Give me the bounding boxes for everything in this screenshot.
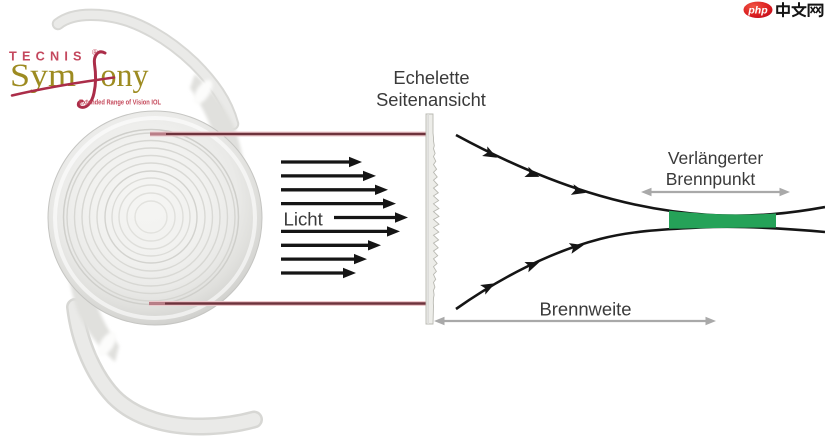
svg-text:Seitenansicht: Seitenansicht: [376, 89, 486, 110]
svg-text:Echelette: Echelette: [393, 67, 469, 88]
svg-text:Brennpunkt: Brennpunkt: [666, 169, 756, 189]
svg-text:php: php: [747, 5, 768, 17]
svg-text:Verlängerter: Verlängerter: [668, 148, 764, 168]
svg-text:Sym: Sym: [10, 58, 76, 94]
svg-text:ony: ony: [101, 58, 149, 94]
svg-text:TECNIS: TECNIS: [9, 50, 88, 64]
svg-text:®: ®: [92, 48, 98, 57]
svg-text:Licht: Licht: [284, 209, 324, 230]
svg-text:Brennweite: Brennweite: [539, 299, 631, 320]
svg-text:Extended Range of Vision IOL: Extended Range of Vision IOL: [79, 98, 161, 107]
